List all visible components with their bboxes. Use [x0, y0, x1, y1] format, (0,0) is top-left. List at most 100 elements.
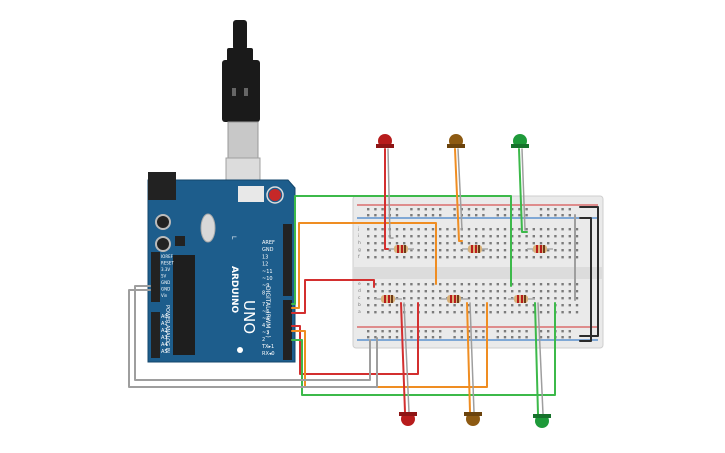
- breadboard-hole: [424, 330, 427, 333]
- board-brand: ARDUINO: [229, 266, 239, 314]
- analog-pin-label: A0: [161, 314, 168, 320]
- breadboard-hole: [482, 330, 485, 333]
- breadboard-hole: [496, 304, 499, 307]
- breadboard-hole: [575, 304, 579, 307]
- analog-pin-label: A3: [161, 335, 168, 341]
- power-pin-label: 3.3V: [161, 267, 170, 272]
- breadboard-hole: [417, 283, 420, 286]
- breadboard-hole: [475, 256, 478, 259]
- breadboard-hole: [381, 330, 384, 333]
- breadboard-hole: [446, 290, 449, 293]
- breadboard-hole: [489, 235, 492, 238]
- breadboard-hole: [410, 297, 413, 300]
- breadboard-hole: [547, 290, 550, 293]
- wires: [128, 148, 599, 415]
- breadboard-hole: [525, 330, 528, 333]
- breadboard-hole: [439, 256, 442, 259]
- breadboard-hole: [431, 304, 435, 307]
- breadboard-hole: [467, 235, 471, 238]
- breadboard-hole: [568, 214, 571, 217]
- arduino-board: L ARDUINO UNO DIGITAL (PWM ~) POWER ANAL…: [147, 172, 296, 363]
- breadboard-hole: [575, 297, 579, 300]
- breadboard-hole: [532, 297, 535, 300]
- breadboard-hole: [388, 283, 391, 286]
- breadboard-hole: [460, 235, 463, 238]
- breadboard-hole: [503, 249, 507, 252]
- breadboard-hole: [381, 228, 384, 231]
- breadboard-hole: [525, 304, 528, 307]
- breadboard-hole: [431, 283, 435, 286]
- row-letter: g: [358, 248, 361, 253]
- breadboard-hole: [381, 214, 384, 217]
- breadboard-hole: [446, 283, 449, 286]
- breadboard-hole: [410, 311, 413, 314]
- breadboard-hole: [561, 304, 564, 307]
- breadboard-hole: [503, 208, 507, 211]
- breadboard-hole: [431, 214, 435, 217]
- led-leg-top-red-b: [387, 148, 394, 239]
- breadboard-hole: [367, 214, 370, 217]
- breadboard-hole: [424, 283, 427, 286]
- breadboard-hole: [410, 228, 413, 231]
- breadboard-hole: [511, 214, 514, 217]
- breadboard-hole: [374, 330, 377, 333]
- reset-button-icon[interactable]: [269, 189, 281, 201]
- breadboard-hole: [460, 297, 463, 300]
- breadboard-hole: [568, 304, 571, 307]
- breadboard-hole: [374, 214, 377, 217]
- breadboard-hole: [482, 242, 485, 245]
- breadboard-hole: [539, 330, 543, 333]
- breadboard-hole: [475, 228, 478, 231]
- led-leg-top-green-a: [518, 148, 528, 233]
- breadboard-hole: [518, 283, 521, 286]
- breadboard-hole: [525, 214, 528, 217]
- breadboard-hole: [503, 304, 507, 307]
- breadboard-hole: [561, 330, 564, 333]
- row-letter: i: [358, 233, 359, 239]
- breadboard-hole: [496, 336, 499, 339]
- breadboard-hole: [424, 242, 427, 245]
- breadboard-hole: [460, 249, 463, 252]
- breadboard-hole: [482, 311, 485, 314]
- leds: [376, 134, 551, 428]
- breadboard-hole: [489, 249, 492, 252]
- breadboard-hole: [439, 235, 442, 238]
- breadboard-hole: [568, 283, 571, 286]
- breadboard-hole: [554, 297, 557, 300]
- breadboard-hole: [503, 214, 507, 217]
- breadboard-hole: [467, 290, 471, 293]
- power-pin-label: 5V: [161, 274, 167, 279]
- breadboard-hole: [381, 290, 384, 293]
- breadboard-hole: [575, 235, 579, 238]
- led-top-brown: [447, 134, 465, 148]
- breadboard-hole: [511, 235, 514, 238]
- digital-label: DIGITAL (PWM ~): [264, 286, 271, 338]
- breadboard-hole: [417, 242, 420, 245]
- breadboard-hole: [431, 235, 435, 238]
- breadboard-hole: [381, 283, 384, 286]
- breadboard-hole: [439, 228, 442, 231]
- breadboard-hole: [554, 249, 557, 252]
- breadboard-hole: [575, 311, 579, 314]
- breadboard-hole: [539, 290, 543, 293]
- header-top-label: ~11: [262, 269, 273, 275]
- analog-pin-label: A4: [161, 342, 168, 348]
- breadboard-hole: [518, 304, 521, 307]
- breadboard-hole: [568, 330, 571, 333]
- breadboard-hole: [503, 330, 507, 333]
- breadboard-hole: [525, 311, 528, 314]
- breadboard-hole: [403, 228, 406, 231]
- breadboard-hole: [453, 283, 456, 286]
- breadboard-hole: [561, 228, 564, 231]
- breadboard-hole: [453, 228, 456, 231]
- breadboard-hole: [539, 304, 543, 307]
- resistors: [375, 245, 553, 303]
- breadboard-hole: [511, 290, 514, 293]
- breadboard-hole: [374, 228, 377, 231]
- breadboard-hole: [381, 336, 384, 339]
- breadboard-hole: [460, 283, 463, 286]
- breadboard-hole: [395, 228, 399, 231]
- breadboard-hole: [539, 297, 543, 300]
- header-bottom-label: RX◂0: [262, 351, 275, 357]
